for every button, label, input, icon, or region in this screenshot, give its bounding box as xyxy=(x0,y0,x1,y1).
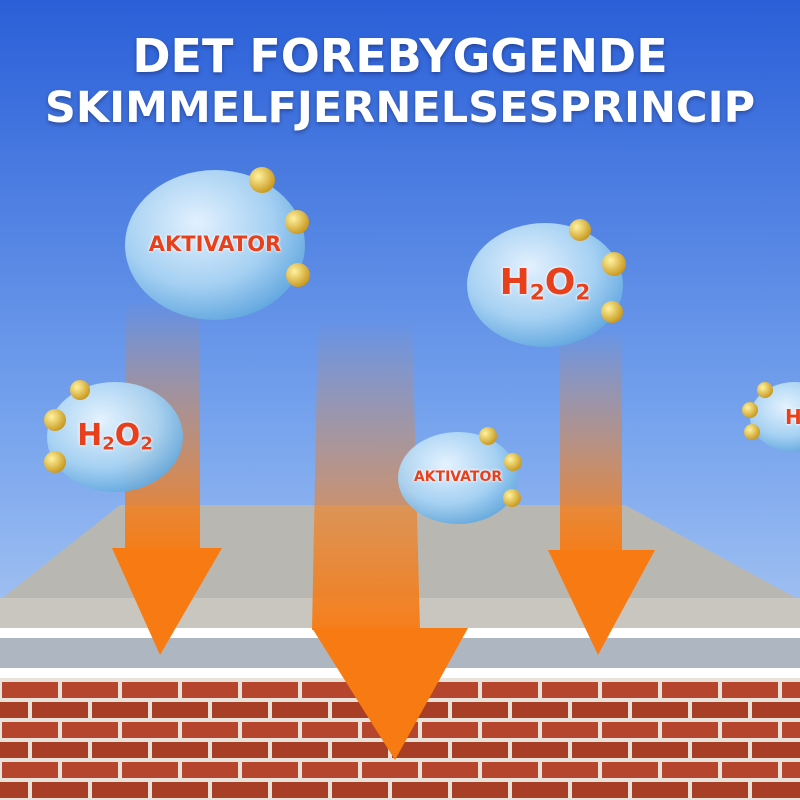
bubble-label-aktivator-large: AKTIVATOR xyxy=(148,232,282,256)
headline: DET FOREBYGGENDE SKIMMELFJERNELSESPRINCI… xyxy=(0,30,800,134)
arrow-right xyxy=(548,330,655,655)
bubble-h2o-partial xyxy=(742,382,800,452)
bubble-aktivator-large xyxy=(125,167,310,320)
headline-line-1: DET FOREBYGGENDE xyxy=(132,29,668,83)
bubble-label-h2o-partial: H2O xyxy=(785,405,800,429)
bubble-h2o2-left xyxy=(44,380,183,492)
bubble-label-h2o2-left: H2O2 xyxy=(77,418,153,455)
bubble-aktivator-small xyxy=(398,427,522,524)
bubble-h2o2-right xyxy=(467,219,626,347)
arrow-center xyxy=(312,320,468,760)
bubble-label-aktivator-small: AKTIVATOR xyxy=(413,469,503,485)
bubble-label-h2o2-right: H2O2 xyxy=(499,262,591,306)
headline-line-2: SKIMMELFJERNELSESPRINCIP xyxy=(44,83,756,133)
